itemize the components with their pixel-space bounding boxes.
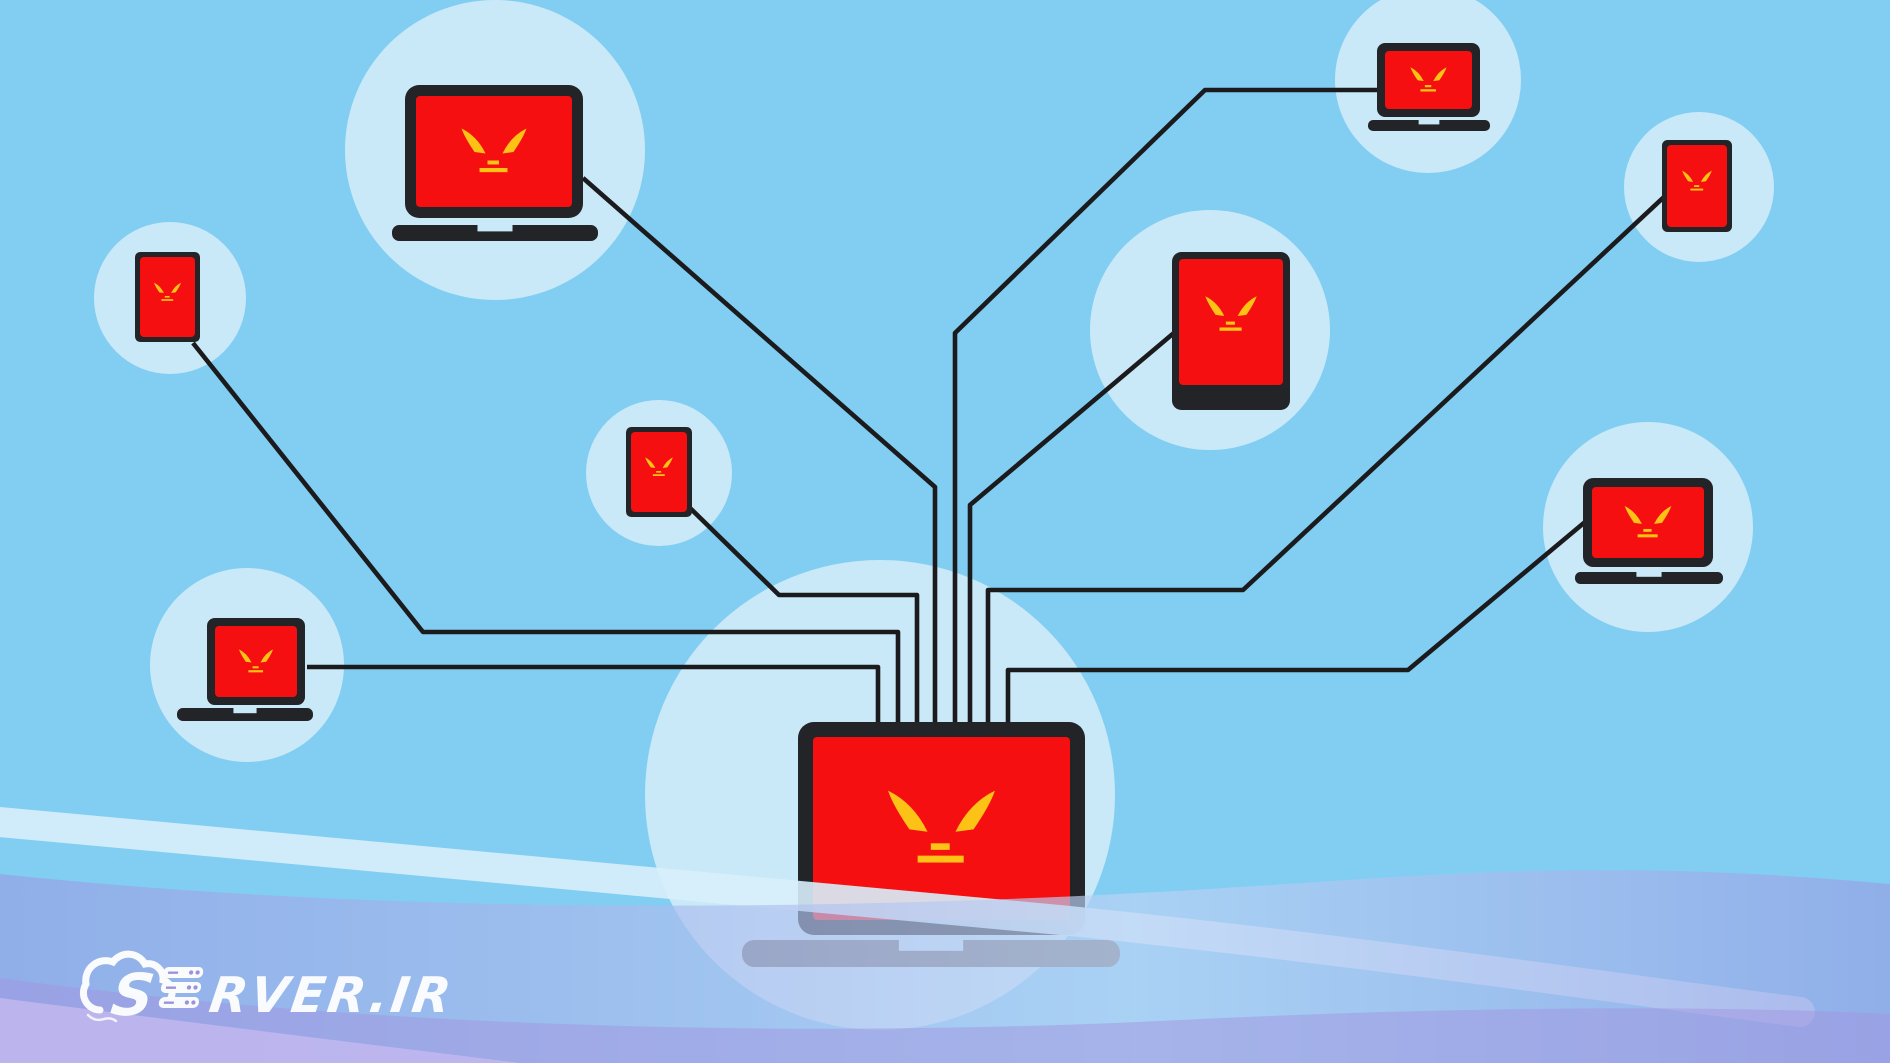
infected-tablet-center-top — [1172, 252, 1290, 410]
server-rack-icon — [158, 967, 204, 1008]
infected-laptop-right — [1575, 478, 1723, 584]
wire-to-infected-laptop-top-left — [581, 176, 938, 745]
laptop-base — [177, 708, 313, 721]
laptop-base — [392, 225, 598, 241]
wire-to-infected-tablet-center-top — [967, 330, 1177, 745]
hinge-notch — [1636, 572, 1662, 577]
logo-rest-text: RVER.IR — [206, 966, 457, 1024]
infected-screen — [1592, 487, 1704, 558]
infected-screen — [813, 737, 1070, 920]
hinge-notch — [477, 225, 513, 232]
wire-to-infected-tablet-mid-left — [688, 506, 920, 745]
hinge-notch — [1418, 120, 1440, 125]
infected-tablet-right — [1662, 140, 1732, 232]
deep-purple-wave — [0, 978, 1890, 1063]
foreground-waves — [0, 807, 1890, 1063]
wire-to-infected-tablet-right — [985, 194, 1667, 745]
connection-wires — [191, 87, 1667, 745]
wire-to-infected-laptop-bottom-left — [307, 664, 881, 745]
logo-initial-letter: S — [107, 961, 160, 1029]
infected-screen — [215, 626, 297, 697]
infected-screen — [416, 96, 572, 207]
infected-tablet-left — [135, 252, 200, 342]
infected-laptop-top-left — [392, 85, 598, 241]
cloud-icon — [79, 950, 176, 1014]
laptop-base — [1368, 120, 1490, 131]
wire-to-infected-tablet-left — [191, 341, 901, 745]
infected-laptop-top-right — [1368, 43, 1490, 131]
cloud-scribble — [86, 1013, 118, 1023]
infected-laptop-bottom-left — [177, 618, 313, 721]
hinge-notch — [233, 708, 257, 714]
infected-devices — [135, 43, 1732, 967]
wire-to-infected-laptop-right — [1005, 520, 1587, 745]
bottom-left-light-sliver — [0, 998, 520, 1063]
wire-to-infected-laptop-top-right — [952, 87, 1377, 745]
brand-logo: S RVER.IR — [79, 950, 457, 1029]
laptop-base — [1575, 572, 1723, 584]
infected-tablet-mid-left — [626, 427, 692, 517]
infected-screen — [1385, 51, 1472, 109]
